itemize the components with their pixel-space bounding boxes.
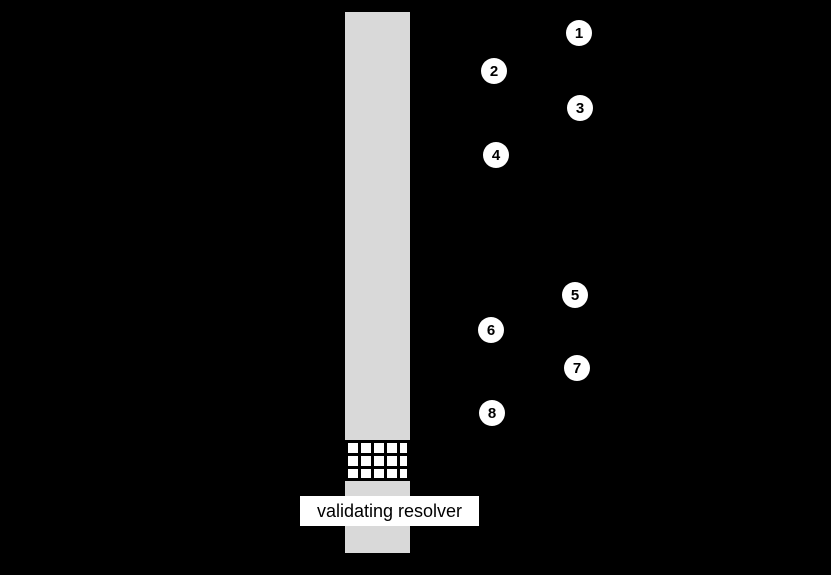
step-badge-4-label: 4: [491, 146, 501, 164]
step-badge-6: 6: [478, 317, 504, 343]
step-badge-3: 3: [567, 95, 593, 121]
step-badge-3-label: 3: [575, 99, 585, 117]
step-badge-6-label: 6: [486, 321, 496, 339]
step-badge-5: 5: [562, 282, 588, 308]
hatch-pattern: [345, 440, 410, 481]
step-badge-8: 8: [479, 400, 505, 426]
step-badge-7: 7: [564, 355, 590, 381]
step-badge-8-label: 8: [487, 404, 497, 422]
step-badge-4: 4: [483, 142, 509, 168]
step-badge-5-label: 5: [570, 286, 580, 304]
lifeline-label-text: validating resolver: [316, 501, 463, 521]
step-badge-2: 2: [481, 58, 507, 84]
step-badge-1: 1: [566, 20, 592, 46]
step-badge-7-label: 7: [572, 359, 582, 377]
lifeline-label: validating resolver: [300, 496, 479, 526]
step-badge-2-label: 2: [489, 62, 499, 80]
step-badge-1-label: 1: [574, 24, 584, 42]
